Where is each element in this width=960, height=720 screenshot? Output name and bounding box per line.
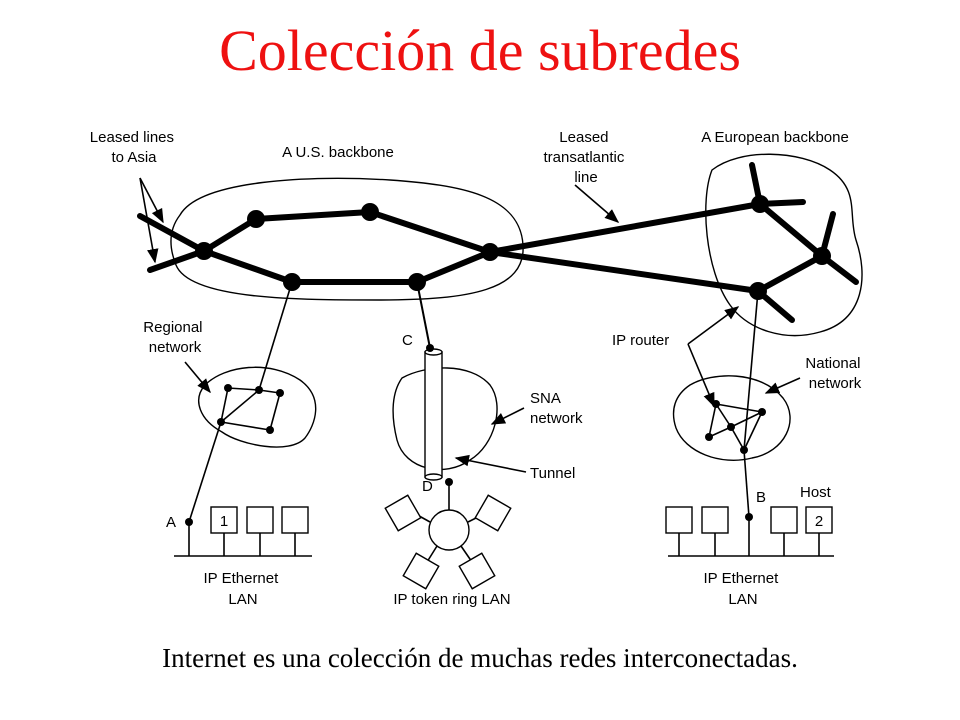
sna-network-cloud xyxy=(392,367,498,471)
label-national-network: National network xyxy=(805,355,864,392)
regional-network-cloud xyxy=(198,366,317,448)
token-ring-lan xyxy=(384,494,512,590)
slide-caption: Internet es una colección de muchas rede… xyxy=(162,643,798,673)
label-leased-asia: Leased lines to Asia xyxy=(90,129,178,166)
slide-title: Colección de subredes xyxy=(219,18,741,83)
label-host-1: 1 xyxy=(220,513,228,530)
label-point-b: B xyxy=(756,489,766,506)
national-network-cloud xyxy=(672,375,791,461)
label-ip-router: IP router xyxy=(612,332,669,349)
label-tunnel: Tunnel xyxy=(530,465,575,482)
label-regional-network: Regional network xyxy=(143,319,206,356)
ethernet-lan-left xyxy=(174,506,312,557)
ethernet-lan-right xyxy=(665,506,834,557)
label-ethernet-left: IP Ethernet LAN xyxy=(204,570,283,608)
label-host: Host xyxy=(800,484,832,501)
regional-network-graph xyxy=(188,281,293,523)
label-token-ring: IP token ring LAN xyxy=(393,591,510,608)
label-host-2: 2 xyxy=(815,513,823,530)
label-european-backbone: A European backbone xyxy=(701,129,849,146)
label-us-backbone: A U.S. backbone xyxy=(282,144,394,161)
tunnel xyxy=(424,344,453,510)
national-network-graph xyxy=(705,290,766,518)
backbone-links xyxy=(137,162,859,349)
us-backbone-cloud xyxy=(170,177,524,301)
label-point-c: C xyxy=(402,332,413,349)
label-point-d: D xyxy=(422,478,433,495)
annotation-arrows xyxy=(139,177,801,473)
label-point-a: A xyxy=(166,514,176,531)
backbone-routers xyxy=(195,195,831,300)
label-sna-network: SNA network xyxy=(530,390,583,427)
label-leased-transatlantic: Leased transatlantic line xyxy=(543,129,628,186)
label-ethernet-right: IP Ethernet LAN xyxy=(704,570,783,608)
european-backbone-cloud xyxy=(705,153,863,337)
